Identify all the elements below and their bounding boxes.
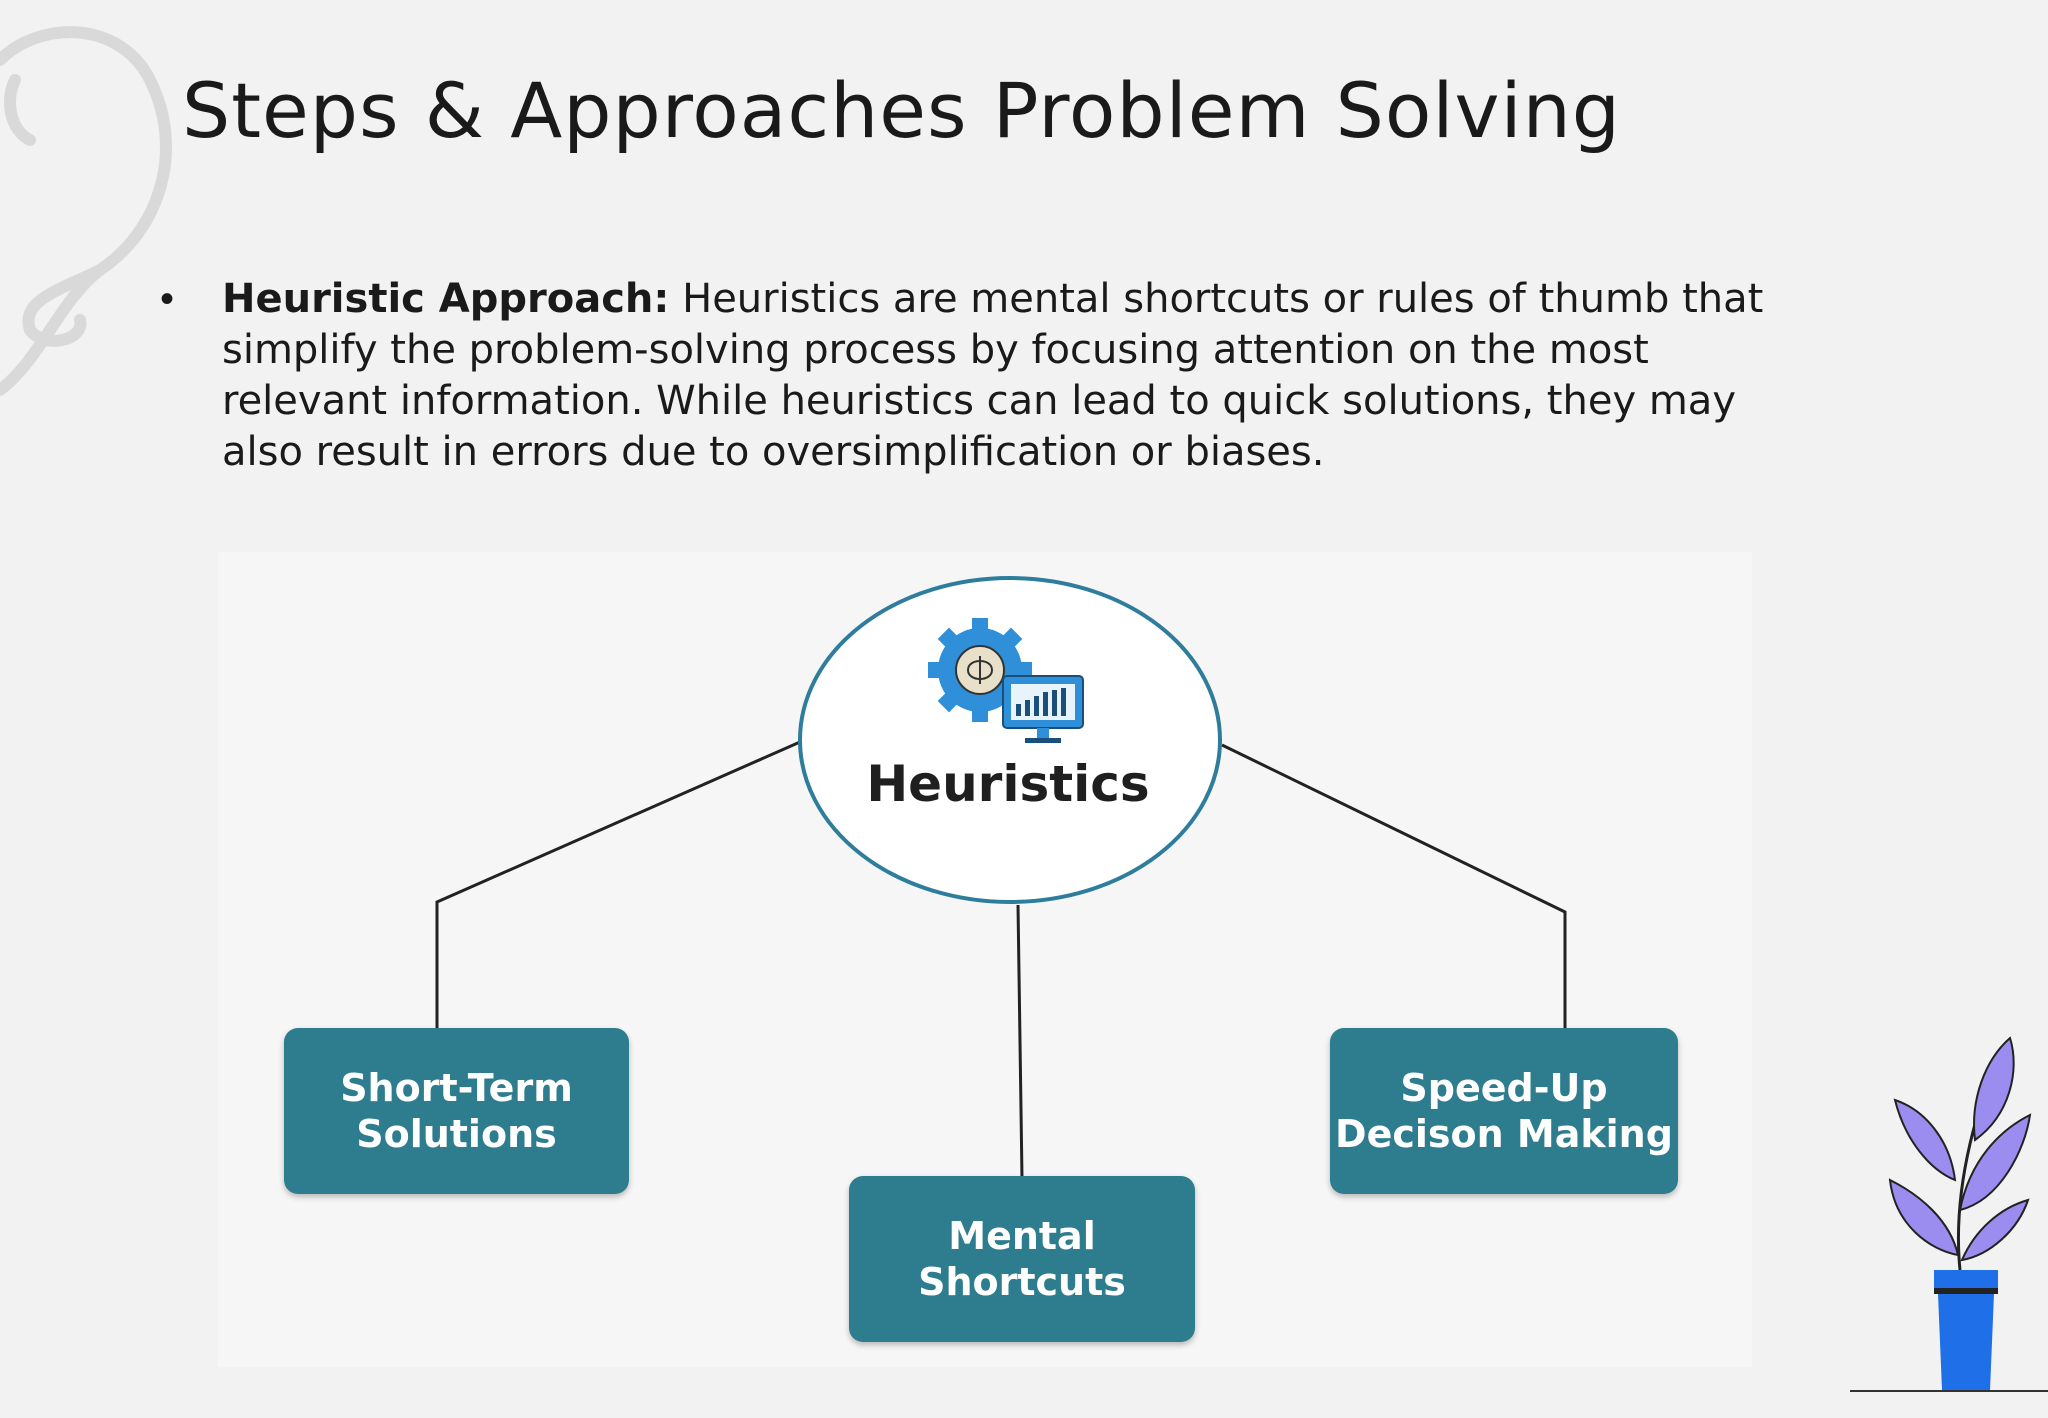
brain-gear-monitor-icon bbox=[925, 600, 1090, 745]
node-label: Mental Shortcuts bbox=[918, 1214, 1126, 1304]
node-short-term-solutions: Short-Term Solutions bbox=[284, 1028, 629, 1194]
bullet-text: Heuristic Approach: Heuristics are menta… bbox=[222, 274, 1782, 478]
node-mental-shortcuts: Mental Shortcuts bbox=[849, 1176, 1195, 1342]
bullet-body: Heuristics are mental shortcuts or rules… bbox=[222, 276, 1764, 475]
plant-icon bbox=[1850, 1036, 2048, 1392]
bullet-lead: Heuristic Approach: bbox=[222, 276, 670, 322]
slide-title: Steps & Approaches Problem Solving bbox=[182, 66, 1622, 155]
node-label: Speed-Up Decison Making bbox=[1335, 1066, 1673, 1156]
bullet-marker: • bbox=[160, 277, 175, 321]
decorative-swirl-icon bbox=[0, 26, 172, 396]
connector-left bbox=[435, 740, 801, 1030]
center-node-label: Heuristics bbox=[866, 755, 1150, 813]
connector-center bbox=[1016, 904, 1024, 1179]
node-speed-up-decision-making: Speed-Up Decison Making bbox=[1330, 1028, 1678, 1194]
node-label: Short-Term Solutions bbox=[340, 1066, 573, 1156]
connector-right bbox=[1221, 743, 1567, 1030]
